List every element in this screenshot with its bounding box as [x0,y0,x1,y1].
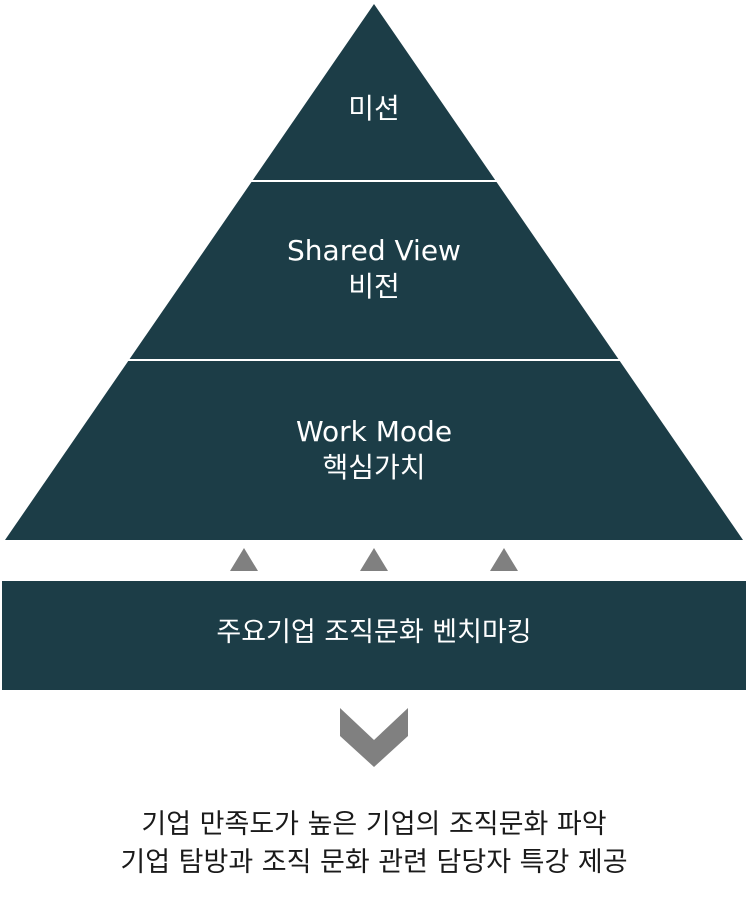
footer-line-2: 기업 탐방과 조직 문화 관련 담당자 특강 제공 [120,847,628,878]
chevron-down-icon [340,708,408,767]
tier-core-values-label-ko: 핵심가치 [322,451,426,484]
pyramid-shape [5,4,743,540]
triangle-up-icon [230,548,258,571]
tier-vision-label-en: Shared View [287,234,461,267]
tier-vision-label-ko: 비전 [348,270,400,303]
footer-description: 기업 만족도가 높은 기업의 조직문화 파악 기업 탐방과 조직 문화 관련 담… [0,806,748,882]
pyramid-tier-mission: 미션 [0,91,748,127]
triangle-up-icon [360,548,388,571]
benchmark-label: 주요기업 조직문화 벤치마킹 [216,617,532,648]
pyramid-tier-core-values: Work Mode 핵심가치 [0,414,748,486]
pyramid-tier-vision: Shared View 비전 [0,233,748,305]
footer-line-1: 기업 만족도가 높은 기업의 조직문화 파악 [141,809,607,840]
benchmark-bar [2,581,746,690]
tier-mission-label: 미션 [348,92,400,125]
triangle-up-icon [490,548,518,571]
tier-core-values-label-en: Work Mode [295,415,453,448]
